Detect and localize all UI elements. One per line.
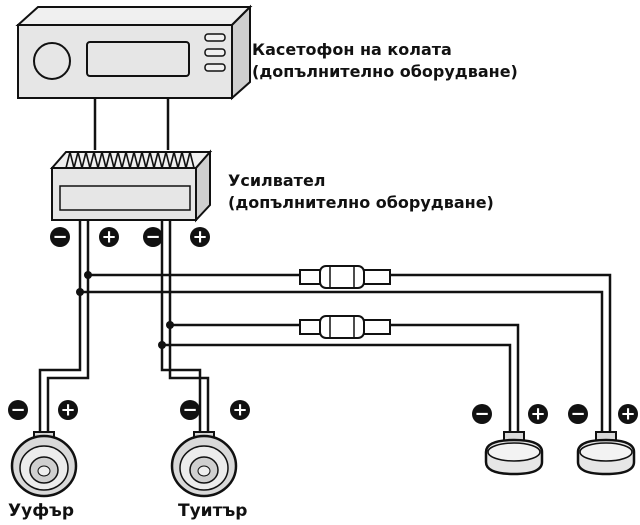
svg-text:+: + (101, 227, 116, 248)
amp-terminal-minus-right: − (143, 227, 163, 248)
amp-terminal-plus-left: + (99, 227, 119, 248)
svg-text:−: − (570, 404, 585, 425)
svg-text:+: + (192, 227, 207, 248)
stereo-label: Касетофон на колата (252, 40, 452, 59)
speaker3-terminal-plus: + (528, 404, 548, 425)
woofer-terminal-minus: − (8, 400, 28, 421)
amp-terminal-minus-left: − (50, 227, 70, 248)
woofer-terminal-plus: + (58, 400, 78, 421)
svg-text:−: − (474, 404, 489, 425)
speaker4-terminal-minus: − (568, 404, 588, 425)
stereo-amp-wires (93, 98, 170, 150)
amplifier-fins (65, 151, 195, 169)
tweeter-terminal-minus: − (180, 400, 200, 421)
amp-terminal-plus-right: + (190, 227, 210, 248)
speaker4-terminal-plus: + (618, 404, 638, 425)
stereo-label-note: (допълнително оборудване) (252, 62, 518, 81)
amplifier-label-note: (допълнително оборудване) (228, 193, 494, 212)
tweeter-label: Туитър (178, 501, 247, 521)
svg-text:+: + (620, 404, 635, 425)
speaker-3 (484, 431, 544, 476)
svg-text:+: + (232, 400, 247, 421)
stereo-knob (33, 42, 71, 80)
inline-filter-upper (299, 265, 391, 289)
wire-junctions (76, 271, 174, 349)
speaker-4 (576, 431, 636, 476)
tweeter-speaker (170, 431, 238, 498)
stereo-display (86, 41, 190, 77)
speaker3-terminal-minus: − (472, 404, 492, 425)
tweeter-terminal-plus: + (230, 400, 250, 421)
svg-text:+: + (530, 404, 545, 425)
svg-text:−: − (145, 227, 160, 248)
inline-filter-lower (299, 315, 391, 339)
amplifier (49, 149, 213, 223)
amplifier-label: Усилвател (228, 171, 326, 190)
woofer-label: Ууфър (8, 501, 74, 521)
svg-text:−: − (182, 400, 197, 421)
svg-text:−: − (10, 400, 25, 421)
svg-text:−: − (52, 227, 67, 248)
woofer-speaker (10, 431, 78, 498)
car-stereo (15, 4, 253, 101)
svg-text:+: + (60, 400, 75, 421)
